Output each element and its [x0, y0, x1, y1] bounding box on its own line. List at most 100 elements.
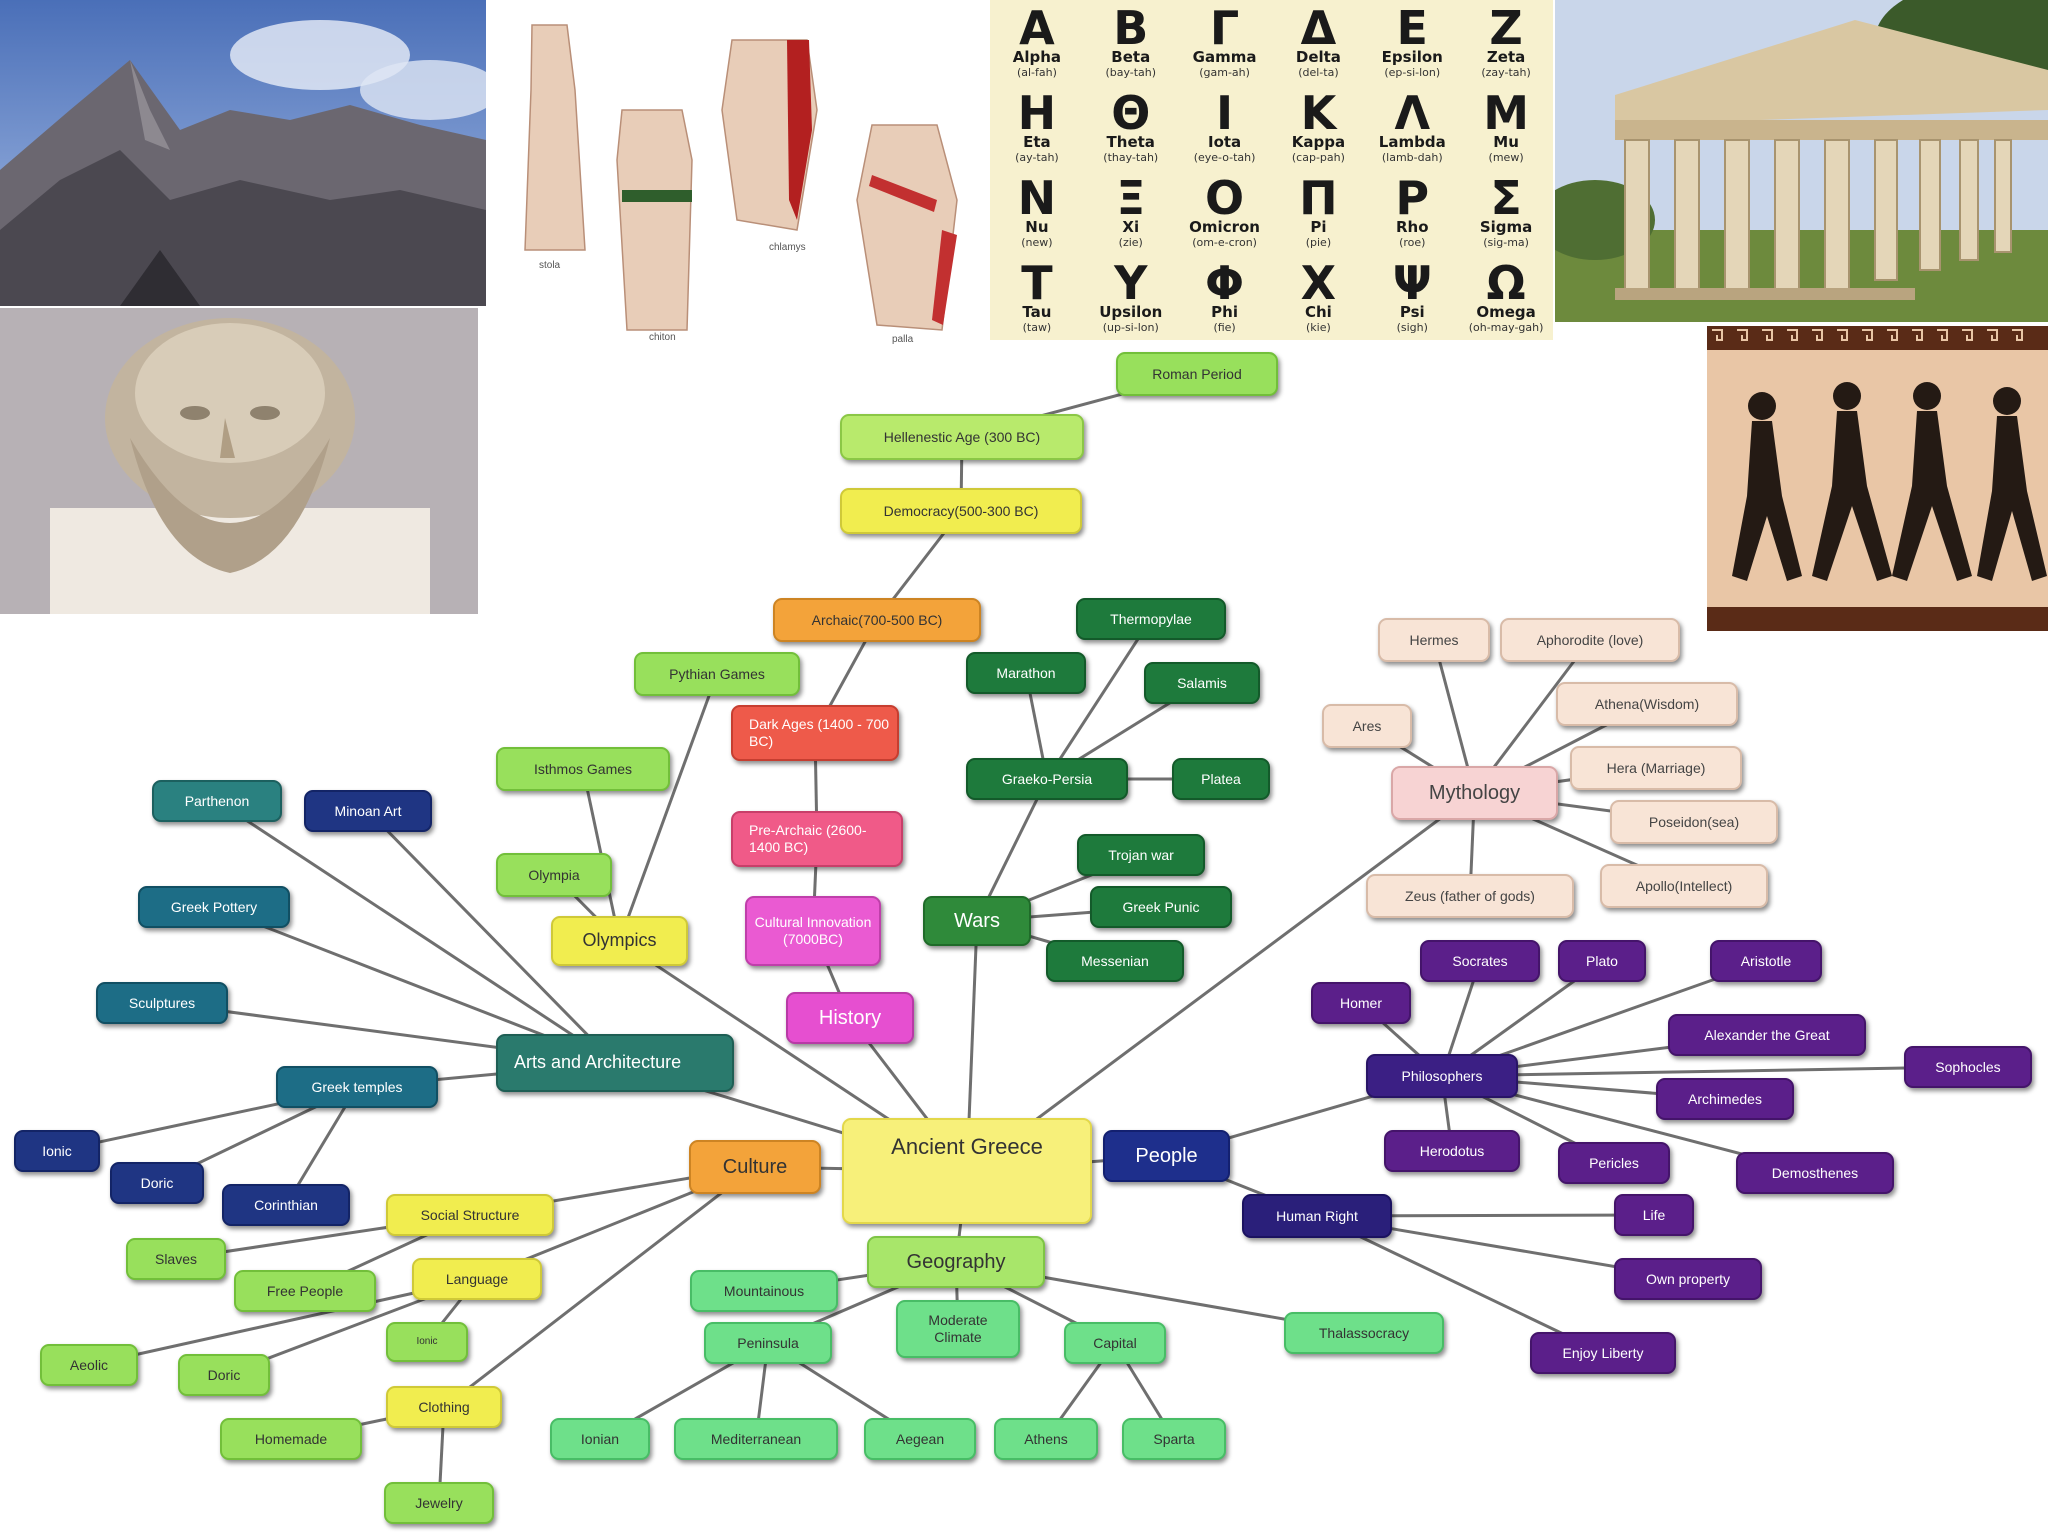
alphabet-letter-pronunciation: (al-fah) [1017, 66, 1057, 79]
node-philosophers[interactable]: Philosophers [1366, 1054, 1518, 1098]
alphabet-letter-name: Nu [1025, 218, 1048, 236]
branch-people[interactable]: People [1103, 1130, 1230, 1182]
node-demosthenes[interactable]: Demosthenes [1736, 1152, 1894, 1194]
node-marathon[interactable]: Marathon [966, 652, 1086, 694]
node-democracy[interactable]: Democracy(500-300 BC) [840, 488, 1082, 534]
node-greek-punic[interactable]: Greek Punic [1090, 886, 1232, 928]
node-mediterranean-sea[interactable]: Mediterranean [674, 1418, 838, 1460]
alphabet-letter-name: Pi [1310, 218, 1326, 236]
node-slaves[interactable]: Slaves [126, 1238, 226, 1280]
node-aeolic[interactable]: Aeolic [40, 1344, 138, 1386]
alphabet-letter: Ξ [1116, 171, 1145, 225]
node-trojan-war[interactable]: Trojan war [1077, 834, 1205, 876]
node-thalassocracy[interactable]: Thalassocracy [1284, 1312, 1444, 1354]
connector-line [1045, 618, 1153, 780]
alphabet-letter-pronunciation: (om-e-cron) [1192, 236, 1257, 249]
node-moderate-climate[interactable]: Moderate Climate [896, 1300, 1020, 1358]
node-capital[interactable]: Capital [1064, 1322, 1166, 1364]
node-sophocles[interactable]: Sophocles [1904, 1046, 2032, 1088]
node-ionic-dialect[interactable]: Ionic [386, 1322, 468, 1362]
node-aegean-sea[interactable]: Aegean [864, 1418, 976, 1460]
node-socrates[interactable]: Socrates [1420, 940, 1540, 982]
node-herodotus[interactable]: Herodotus [1384, 1130, 1520, 1172]
node-messenian[interactable]: Messenian [1046, 940, 1184, 982]
node-hellenistic-age[interactable]: Hellenestic Age (300 BC) [840, 414, 1084, 460]
node-isthmos-games[interactable]: Isthmos Games [496, 747, 670, 791]
node-archimedes[interactable]: Archimedes [1656, 1078, 1794, 1120]
alphabet-letter-pronunciation: (up-si-lon) [1103, 321, 1159, 334]
node-life[interactable]: Life [1614, 1194, 1694, 1236]
node-zeus[interactable]: Zeus (father of gods) [1366, 874, 1574, 918]
branch-history[interactable]: History [786, 992, 914, 1044]
branch-wars[interactable]: Wars [923, 896, 1031, 946]
node-archaic[interactable]: Archaic(700-500 BC) [773, 598, 981, 642]
node-ares[interactable]: Ares [1322, 704, 1412, 748]
node-pericles[interactable]: Pericles [1558, 1142, 1670, 1184]
chiton-label: chiton [649, 332, 676, 343]
alphabet-letter: Μ [1483, 86, 1529, 140]
alphabet-letter-name: Tau [1022, 303, 1051, 321]
node-social-structure[interactable]: Social Structure [386, 1194, 554, 1236]
node-thermopylae[interactable]: Thermopylae [1076, 598, 1226, 640]
central-topic[interactable]: Ancient Greece [842, 1118, 1092, 1224]
branch-culture[interactable]: Culture [689, 1140, 821, 1194]
node-peninsula[interactable]: Peninsula [704, 1322, 832, 1364]
node-free-people[interactable]: Free People [234, 1270, 376, 1312]
node-human-right[interactable]: Human Right [1242, 1194, 1392, 1238]
node-homer[interactable]: Homer [1311, 982, 1411, 1024]
node-athens[interactable]: Athens [994, 1418, 1098, 1460]
node-sculptures[interactable]: Sculptures [96, 982, 228, 1024]
branch-arts-and-architecture[interactable]: Arts and Architecture [496, 1034, 734, 1092]
node-athena[interactable]: Athena(Wisdom) [1556, 682, 1738, 726]
node-plato[interactable]: Plato [1558, 940, 1646, 982]
alphabet-letter-pronunciation: (sigh) [1397, 321, 1428, 334]
node-platea[interactable]: Platea [1172, 758, 1270, 800]
node-apollo[interactable]: Apollo(Intellect) [1600, 864, 1768, 908]
node-ionian-sea[interactable]: Ionian [550, 1418, 650, 1460]
alphabet-letter-name: Psi [1400, 303, 1425, 321]
connector-line [443, 1165, 756, 1409]
alphabet-letter: Ν [1018, 171, 1056, 225]
alphabet-letter: Γ [1210, 1, 1239, 55]
node-doric-column[interactable]: Doric [110, 1162, 204, 1204]
node-poseidon[interactable]: Poseidon(sea) [1610, 800, 1778, 844]
node-aristotle[interactable]: Aristotle [1710, 940, 1822, 982]
node-ionic-column[interactable]: Ionic [14, 1130, 100, 1172]
node-hermes[interactable]: Hermes [1378, 618, 1490, 662]
node-cultural-innovation[interactable]: Cultural Innovation (7000BC) [745, 896, 881, 966]
node-enjoy-liberty[interactable]: Enjoy Liberty [1530, 1332, 1676, 1374]
node-dark-ages[interactable]: Dark Ages (1400 - 700 BC) [731, 705, 899, 761]
alphabet-letter-pronunciation: (oh-may-gah) [1469, 321, 1544, 334]
node-pythian-games[interactable]: Pythian Games [634, 652, 800, 696]
branch-geography[interactable]: Geography [867, 1236, 1045, 1288]
node-parthenon[interactable]: Parthenon [152, 780, 282, 822]
node-homemade[interactable]: Homemade [220, 1418, 362, 1460]
node-greek-temples[interactable]: Greek temples [276, 1066, 438, 1108]
chlamys-label: chlamys [769, 242, 806, 253]
alphabet-letter-pronunciation: (taw) [1023, 321, 1052, 334]
branch-olympics[interactable]: Olympics [551, 916, 688, 966]
node-own-property[interactable]: Own property [1614, 1258, 1762, 1300]
alphabet-letter: Ρ [1395, 171, 1429, 225]
alphabet-letter: Ε [1397, 1, 1428, 55]
node-minoan-art[interactable]: Minoan Art [304, 790, 432, 832]
alphabet-letter-name: Theta [1107, 133, 1155, 151]
node-greek-pottery[interactable]: Greek Pottery [138, 886, 290, 928]
alphabet-letter: Η [1018, 86, 1056, 140]
node-language[interactable]: Language [412, 1258, 542, 1300]
node-salamis[interactable]: Salamis [1144, 662, 1260, 704]
node-alexander-the-great[interactable]: Alexander the Great [1668, 1014, 1866, 1056]
node-roman-period[interactable]: Roman Period [1116, 352, 1278, 396]
node-olympia[interactable]: Olympia [496, 853, 612, 897]
node-pre-archaic[interactable]: Pre-Archaic (2600-1400 BC) [731, 811, 903, 867]
node-mountainous[interactable]: Mountainous [690, 1270, 838, 1312]
node-aphrodite[interactable]: Aphorodite (love) [1500, 618, 1680, 662]
branch-mythology[interactable]: Mythology [1391, 766, 1558, 820]
node-clothing[interactable]: Clothing [386, 1386, 502, 1428]
node-graeko-persia[interactable]: Graeko-Persia [966, 758, 1128, 800]
node-doric-dialect[interactable]: Doric [178, 1354, 270, 1396]
node-jewelry[interactable]: Jewelry [384, 1482, 494, 1524]
node-sparta[interactable]: Sparta [1122, 1418, 1226, 1460]
node-hera[interactable]: Hera (Marriage) [1570, 746, 1742, 790]
node-corinthian-column[interactable]: Corinthian [222, 1184, 350, 1226]
